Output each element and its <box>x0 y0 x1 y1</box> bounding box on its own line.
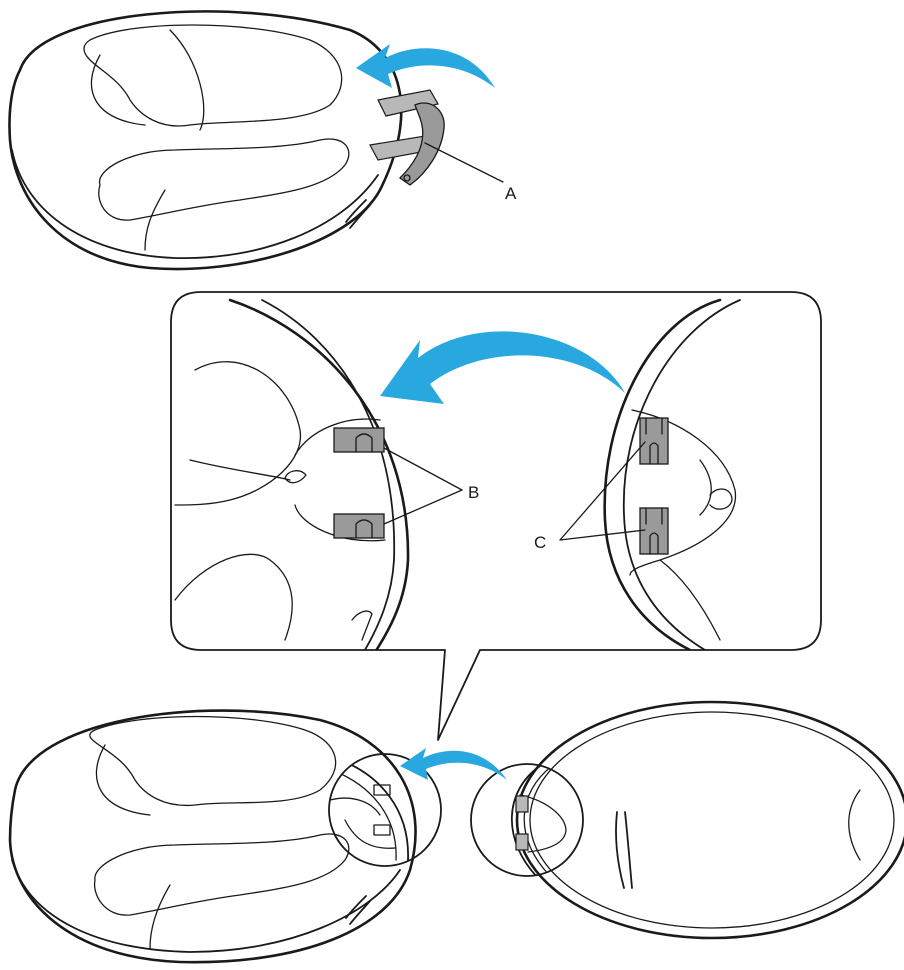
label-b: B <box>468 483 479 502</box>
bottom-device <box>8 700 904 964</box>
arrow-bottom <box>400 748 507 780</box>
label-c: C <box>534 533 546 552</box>
label-a: A <box>505 184 517 203</box>
zoom-panel: B C <box>170 291 822 741</box>
arrow-panel <box>380 331 625 404</box>
part-c-lower <box>639 507 669 555</box>
leader-b-upper <box>383 447 463 491</box>
part-a <box>369 89 445 186</box>
lid <box>515 700 904 940</box>
top-device: A <box>8 10 517 271</box>
part-b-lower <box>333 513 385 539</box>
leader-c-upper <box>559 441 646 541</box>
leader-c-lower <box>559 529 646 541</box>
leader-a <box>424 142 504 183</box>
arrow-top <box>356 44 495 88</box>
part-c-upper <box>639 417 669 465</box>
zoom-circle-left <box>328 753 442 867</box>
leader-b-lower <box>383 489 463 525</box>
zoom-circle-right <box>470 763 584 877</box>
part-b-upper <box>333 427 385 453</box>
